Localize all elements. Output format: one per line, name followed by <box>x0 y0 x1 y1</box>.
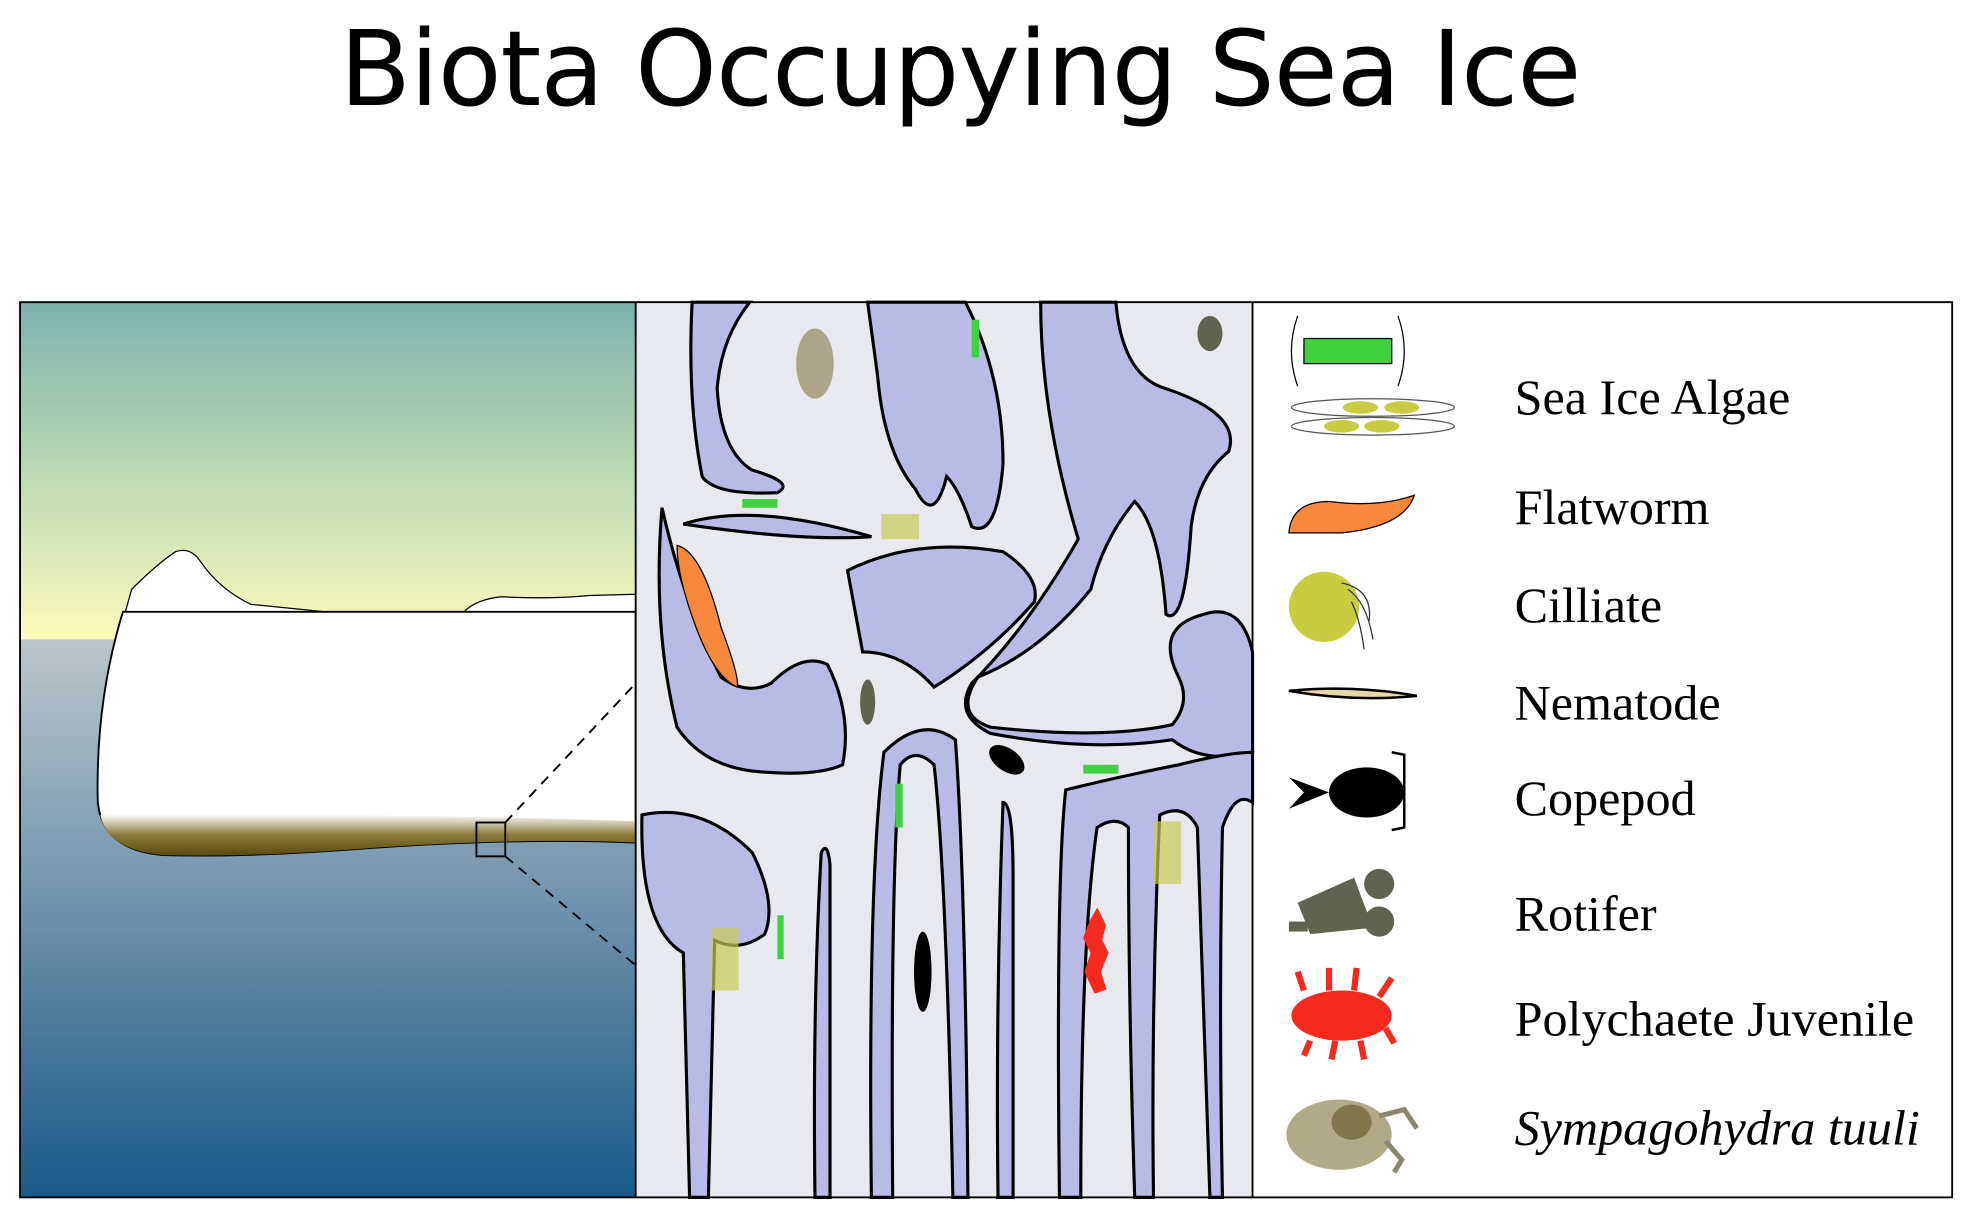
zoom-line-bottom <box>504 855 637 967</box>
brine-channel-panel <box>635 300 1255 1199</box>
copepod-organism <box>989 745 1025 775</box>
rotifer-organism <box>1197 315 1223 352</box>
copepod-organism <box>914 931 932 1012</box>
diatom-cluster <box>710 927 739 991</box>
polychaete-icon <box>1291 967 1397 1061</box>
algae-chain <box>895 783 903 828</box>
ice-algae-layer <box>100 814 636 856</box>
legend-label-copepod: Copepod <box>1515 770 1696 826</box>
sky <box>20 302 636 640</box>
flatworm-icon <box>1288 494 1416 534</box>
legend-label-nematode: Nematode <box>1515 675 1721 731</box>
zoom-box <box>475 821 507 858</box>
hydroid-organism <box>796 328 834 399</box>
iceberg-peak <box>124 549 327 613</box>
legend: Sea Ice Algae Flatworm Cilliate Nematode… <box>1286 315 1920 1174</box>
diatom-cluster <box>881 514 920 540</box>
legend-label-sea-ice-algae: Sea Ice Algae <box>1515 369 1791 425</box>
iceberg-ridge <box>462 593 637 613</box>
legend-label-flatworm: Flatworm <box>1515 479 1710 535</box>
algae-chain <box>777 915 784 960</box>
algae-chain <box>742 499 778 508</box>
polychaete-organism <box>1083 907 1109 994</box>
algae-chain <box>971 319 980 358</box>
legend-label-rotifer: Rotifer <box>1515 885 1657 941</box>
ice-floe-panel <box>20 302 637 1198</box>
nematode-icon <box>1288 687 1418 700</box>
rotifer-organism <box>860 679 876 725</box>
flatworm-organism <box>676 544 739 688</box>
rotifer-icon <box>1288 868 1395 937</box>
legend-label-sympagohydra: Sympagohydra tuuli <box>1515 1100 1920 1156</box>
legend-label-ciliate: Cilliate <box>1515 577 1663 633</box>
algae-chain <box>1083 764 1119 774</box>
diatom-chain-icon <box>1290 315 1456 436</box>
diatom-cluster <box>1153 821 1182 884</box>
ciliate-icon <box>1288 571 1374 650</box>
page-title: Biota Occupying Sea Ice <box>339 8 1582 130</box>
hydroid-icon <box>1286 1099 1419 1174</box>
zoom-line-top <box>504 682 637 824</box>
copepod-icon <box>1288 751 1406 832</box>
figure-frame <box>19 301 1954 1199</box>
legend-label-polychaete: Polychaete Juvenile <box>1515 991 1915 1047</box>
